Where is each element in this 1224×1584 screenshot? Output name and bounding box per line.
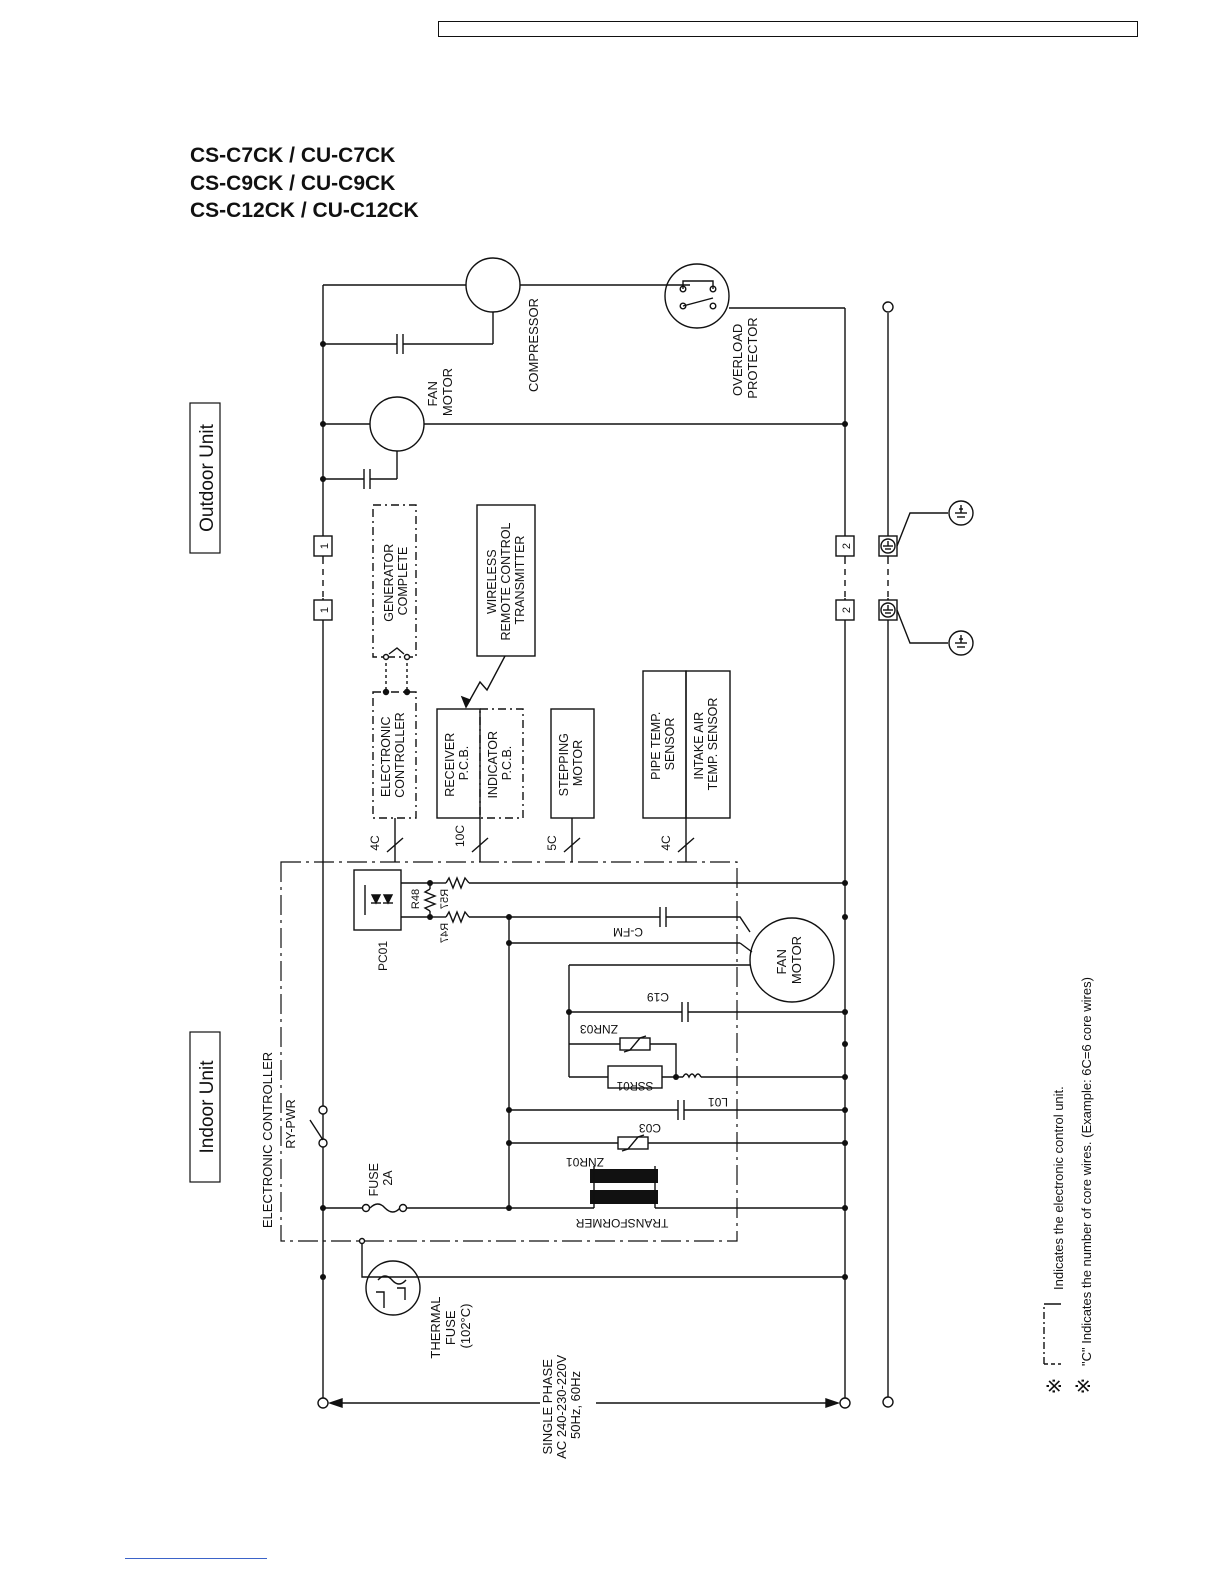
supply-terminal-n xyxy=(839,1397,851,1409)
svg-text:R47: R47 xyxy=(439,923,451,943)
model-line: CS-C12CK / CU-C12CK xyxy=(190,199,419,222)
svg-text:RY-PWR: RY-PWR xyxy=(284,1099,298,1148)
svg-text:TRANSFORMER: TRANSFORMER xyxy=(575,1216,668,1230)
svg-text:FAN MOTOR: FAN MOTOR xyxy=(425,368,455,416)
svg-text:※: ※ xyxy=(1073,1378,1095,1395)
svg-text:"C" Indicates the number of c: "C" Indicates the number of core wires. … xyxy=(1079,977,1094,1366)
overload-protector: OVERLOAD PROTECTOR xyxy=(664,263,845,399)
stepping-motor-block: STEPPING MOTOR xyxy=(550,708,595,819)
svg-text:STEPPING MOTOR: STEPPING MOTOR xyxy=(557,730,585,797)
svg-text:PC01: PC01 xyxy=(376,941,390,971)
earth-terminal-indoor xyxy=(878,599,974,656)
svg-text:C-FM: C-FM xyxy=(613,925,643,939)
svg-text:Outdoor Unit: Outdoor Unit xyxy=(197,423,218,531)
relay-ry-pwr: RY-PWR xyxy=(284,1099,328,1149)
varistor-znr01: ZNR01 xyxy=(509,1134,845,1169)
resistor-r48: R48 xyxy=(410,883,437,917)
electronic-controller-boundary xyxy=(280,861,738,1242)
varistor-znr03: ZNR03 xyxy=(569,1022,677,1077)
indoor-unit-label: Indoor Unit xyxy=(189,1031,221,1183)
svg-text:R48: R48 xyxy=(410,889,422,909)
svg-text:R57: R57 xyxy=(439,889,451,909)
intake-air-sensor-block: INTAKE AIR TEMP. SENSOR xyxy=(685,670,731,819)
svg-text:OVERLOAD PROTECTOR: OVERLOAD PROTECTOR xyxy=(730,317,760,398)
resistor-r57: R57 xyxy=(430,876,845,909)
svg-text:Indicates the electronic contr: Indicates the electronic control unit. xyxy=(1051,1086,1066,1290)
svg-text:1: 1 xyxy=(319,543,331,549)
terminal-1-indoor: 1 xyxy=(313,599,333,621)
svg-text:※: ※ xyxy=(1044,1378,1066,1395)
capacitor-c03: C03 xyxy=(509,1100,845,1135)
compressor: COMPRESSOR xyxy=(323,257,690,392)
svg-text:PIPE TEMP. SENSOR: PIPE TEMP. SENSOR xyxy=(649,708,677,780)
capacitor-c-fm: C-FM xyxy=(509,907,751,939)
svg-text:INDICATOR P.C.B.: INDICATOR P.C.B. xyxy=(486,727,514,798)
svg-text:2: 2 xyxy=(841,543,853,549)
resistor-r47: R47 xyxy=(430,910,509,943)
svg-text:SINGLE PHASE AC 240-230-: SINGLE PHASE AC 240-230-220V 50Hz, 60Hz xyxy=(540,1351,583,1459)
svg-text:WIRELESS REMOTE CONTROL: WIRELESS REMOTE CONTROL TRANSMITTER xyxy=(485,519,527,640)
capacitor-c19: C19 xyxy=(568,965,845,1077)
indoor-fan-motor: FAN MOTOR xyxy=(509,917,835,1003)
generator-complete: GENERATOR COMPLETE xyxy=(372,504,417,696)
transformer: TRANSFORMER xyxy=(509,1166,845,1230)
svg-text:2: 2 xyxy=(841,607,853,613)
receiver-pcb-block: RECEIVER P.C.B. xyxy=(436,708,481,819)
svg-text:SSR01: SSR01 xyxy=(617,1079,653,1091)
ssr01: SSR01 xyxy=(569,1065,683,1091)
svg-text:GENERATOR COMPLETE: GENERATOR COMPLETE xyxy=(382,540,410,622)
header-bar xyxy=(438,21,1138,37)
inductor-l01: L01 xyxy=(682,1073,845,1109)
svg-text:Indoor Unit: Indoor Unit xyxy=(197,1060,218,1154)
wireless-remote-transmitter: WIRELESS REMOTE CONTROL TRANSMITTER xyxy=(460,504,536,709)
svg-text:ZNR01: ZNR01 xyxy=(566,1155,604,1169)
core-label: 5C xyxy=(545,835,559,851)
pc01-optocoupler: PC01 xyxy=(353,869,430,971)
svg-text:FUSE 2A: FUSE 2A xyxy=(367,1160,395,1197)
svg-text:RECEIVER P.C.B.: RECEIVER P.C.B. xyxy=(443,729,471,796)
fuse-2a: FUSE 2A xyxy=(323,1160,509,1213)
electronic-controller-label: ELECTRONIC CONTROLLER xyxy=(260,1052,275,1228)
supply-terminal-l xyxy=(317,1397,329,1409)
outdoor-fan-motor: FAN MOTOR xyxy=(323,368,845,489)
pipe-temp-sensor-block: PIPE TEMP. SENSOR xyxy=(642,670,687,819)
svg-text:COMPRESSOR: COMPRESSOR xyxy=(526,298,541,392)
core-label: 4C xyxy=(659,835,673,851)
outdoor-unit-label: Outdoor Unit xyxy=(189,402,221,554)
supply-arrow: SINGLE PHASE AC 240-230-220V 50Hz, 60Hz xyxy=(327,1351,841,1459)
svg-text:C03: C03 xyxy=(639,1121,661,1135)
svg-text:INTAKE AIR TEMP. SENSOR: INTAKE AIR TEMP. SENSOR xyxy=(692,698,720,791)
svg-text:FAN MOTOR: FAN MOTOR xyxy=(774,936,804,984)
svg-text:C19: C19 xyxy=(647,990,669,1004)
svg-text:THERMAL FUSE (102°: THERMAL FUSE (102°C) xyxy=(428,1293,473,1358)
electronic-controller-block: ELECTRONIC CONTROLLER xyxy=(372,691,417,819)
core-wires xyxy=(386,818,695,862)
legend-notes: ※ Indicates the electronic control unit.… xyxy=(1043,977,1095,1395)
svg-text:ZNR03: ZNR03 xyxy=(580,1022,618,1036)
thermal-fuse: THERMAL FUSE (102°C) xyxy=(358,1237,845,1359)
svg-text:1: 1 xyxy=(319,607,331,613)
core-label: 10C xyxy=(453,825,467,847)
terminal-2-outdoor: 2 xyxy=(835,535,855,557)
svg-text:ELECTRONIC CONTROLLER: ELECTRONIC CONTROLLER xyxy=(379,712,407,797)
svg-text:L01: L01 xyxy=(708,1095,728,1109)
rail-earth xyxy=(882,301,894,1408)
junction-dots xyxy=(320,341,848,1280)
model-line: CS-C7CK / CU-C7CK xyxy=(190,144,396,167)
earth-terminal-outdoor xyxy=(878,500,974,557)
terminal-1-outdoor: 1 xyxy=(313,535,333,557)
footer-link-underline[interactable] xyxy=(125,1558,267,1559)
terminal-2-indoor: 2 xyxy=(835,599,855,621)
core-label: 4C xyxy=(368,835,382,851)
model-list: CS-C7CK / CU-C7CK CS-C9CK / CU-C9CK CS-C… xyxy=(190,142,419,225)
indicator-pcb-block: INDICATOR P.C.B. xyxy=(479,708,524,819)
model-line: CS-C9CK / CU-C9CK xyxy=(190,171,396,195)
